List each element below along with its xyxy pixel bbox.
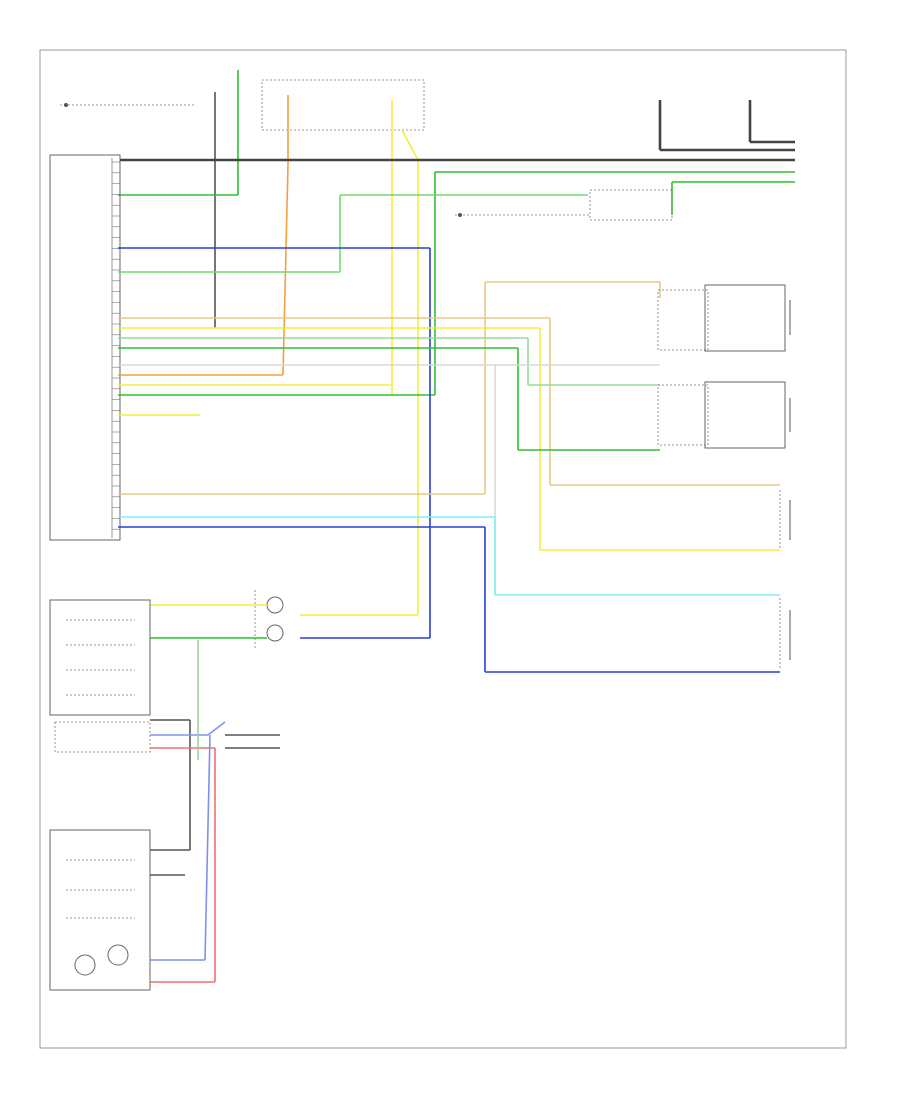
cyan-wire: [118, 516, 780, 596]
speaker-green-wires: [118, 337, 660, 451]
mid-connector: [455, 189, 673, 221]
pin-ticks: [112, 161, 120, 530]
green-bus: [118, 171, 795, 396]
blue-wire: [118, 247, 780, 673]
rear-right-speaker: [779, 598, 791, 668]
module-connector: [49, 154, 121, 541]
tan-wires: [118, 281, 780, 495]
cross-wires: [150, 640, 226, 983]
left-door-switch: [49, 599, 280, 850]
diagram-frame: [39, 49, 847, 1049]
fuse-block-top: [261, 79, 425, 615]
rear-left-speaker: [779, 490, 791, 548]
yellow-wires: [118, 327, 780, 616]
right-door-switch: [49, 829, 190, 991]
front-left-speaker: [657, 284, 791, 352]
white-wire: [118, 364, 660, 595]
antenna-module: [150, 590, 284, 650]
front-right-speaker: [657, 381, 791, 449]
top-right-grounds: [658, 100, 795, 152]
top-left-connector: [60, 70, 239, 328]
